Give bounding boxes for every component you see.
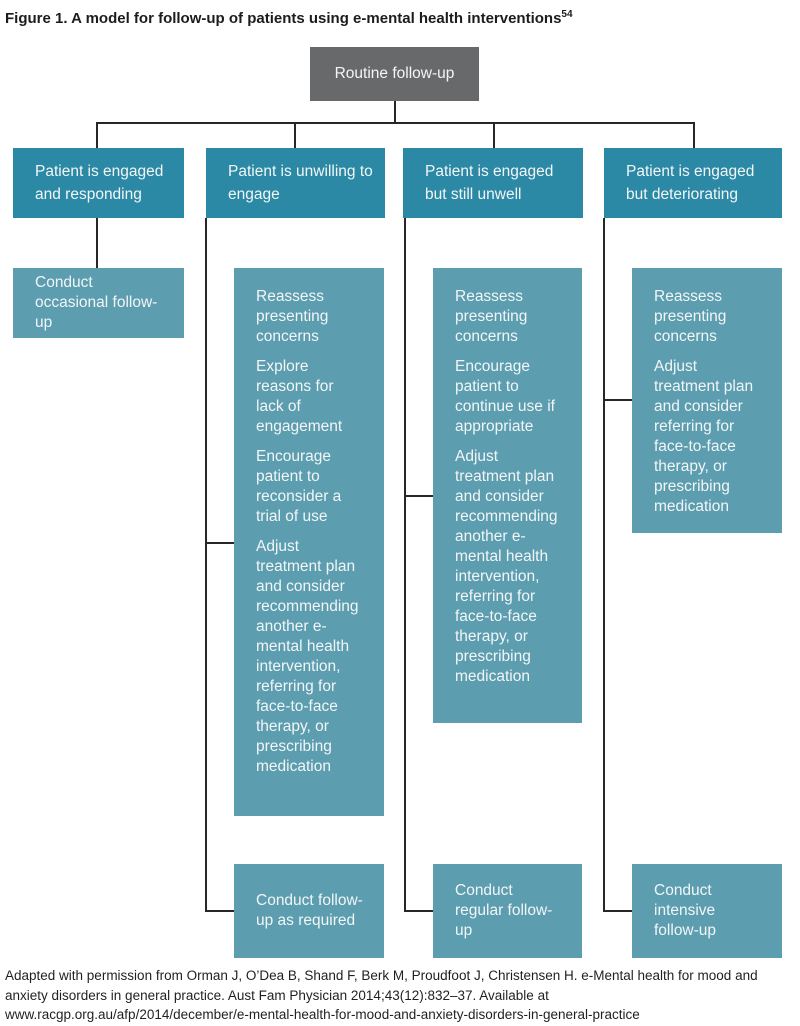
action-item: Adjust treatment plan and consider recom…	[455, 448, 558, 685]
action-item: Encourage patient to reconsider a trial …	[256, 448, 342, 525]
connector-col2-stub-outcome	[205, 910, 234, 912]
connector-col2-stub-actions	[205, 542, 234, 544]
connector-col3-stub-outcome	[404, 910, 433, 912]
node-actions-unwilling: Reassess presenting concerns Explore rea…	[234, 268, 384, 816]
source-citation: Adapted with permission from Orman J, O’…	[5, 968, 758, 1022]
action-item: Explore reasons for lack of engagement	[256, 358, 343, 435]
connector-col4-stub-actions	[603, 399, 632, 401]
node-actions-engaged-unwell: Reassess presenting concerns Encourage p…	[433, 268, 582, 723]
action-item: Adjust treatment plan and consider recom…	[256, 538, 359, 775]
action-item: Reassess presenting concerns	[455, 288, 528, 345]
connector-col4-stub-outcome	[603, 910, 632, 912]
node-patient-engaged-deteriorating: Patient is engaged but deteriorating	[604, 148, 782, 218]
node-conduct-intensive-follow-up: Conduct intensive follow-up	[632, 864, 782, 958]
figure-title: Figure 1. A model for follow-up of patie…	[5, 5, 785, 29]
connector-drop-col4	[693, 122, 695, 149]
connector-drop-col2	[294, 122, 296, 149]
connector-col2-rail	[205, 218, 207, 911]
figure-title-text: Figure 1. A model for follow-up of patie…	[5, 10, 562, 27]
connector-col3-rail	[404, 218, 406, 911]
node-patient-engaged-responding: Patient is engaged and responding	[13, 148, 184, 218]
connector-drop-col1	[96, 122, 98, 149]
action-item: Encourage patient to continue use if app…	[455, 358, 555, 435]
connector-col3-stub-actions	[404, 495, 433, 497]
figure-title-superscript: 54	[561, 9, 573, 20]
connector-trunk	[96, 122, 694, 124]
node-conduct-occasional-follow-up: Conduct occasional follow-up	[13, 268, 184, 338]
node-patient-unwilling-engage: Patient is unwilling to engage	[206, 148, 385, 218]
connector-col1-stem	[96, 218, 98, 268]
connector-root-stem	[394, 101, 396, 123]
node-patient-engaged-unwell: Patient is engaged but still unwell	[403, 148, 583, 218]
node-conduct-regular-follow-up: Conduct regular follow-up	[433, 864, 582, 958]
node-conduct-follow-up-as-required: Conduct follow-up as required	[234, 864, 384, 958]
connector-col4-rail	[603, 218, 605, 911]
node-routine-follow-up: Routine follow-up	[310, 47, 479, 101]
node-actions-engaged-deteriorating: Reassess presenting concerns Adjust trea…	[632, 268, 782, 533]
connector-drop-col3	[493, 122, 495, 149]
action-item: Reassess presenting concerns	[654, 288, 727, 345]
action-item: Adjust treatment plan and consider refer…	[654, 358, 754, 515]
action-item: Reassess presenting concerns	[256, 288, 329, 345]
